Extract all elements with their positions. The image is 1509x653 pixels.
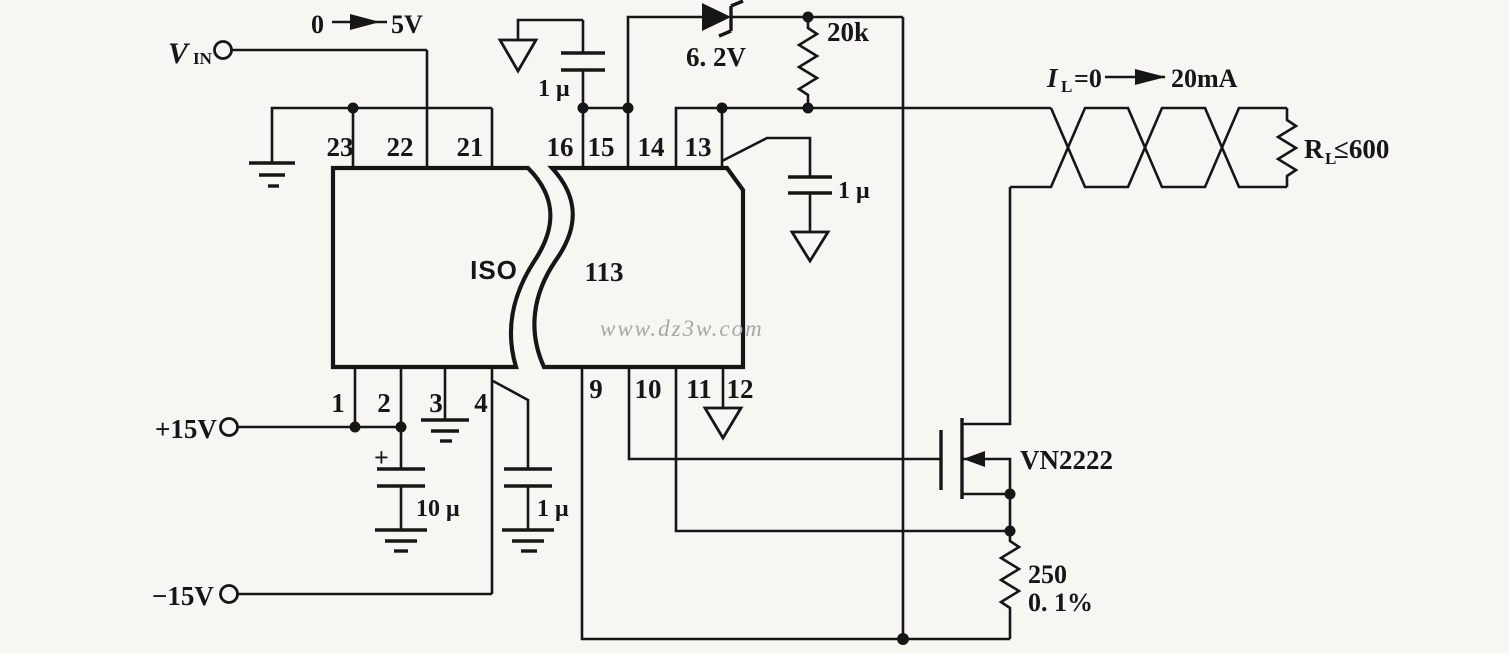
junction-dot — [395, 421, 407, 433]
resistor-sense-icon — [998, 531, 1022, 639]
isolation-amplifier-ic: ISO 113 www.dz3w.com — [330, 165, 764, 370]
wire-pin10-gate — [627, 368, 941, 461]
pin-13: 13 — [685, 132, 712, 162]
cap-iso-output-value: 1 μ — [838, 178, 870, 204]
input-range-arrow-head — [350, 14, 380, 30]
resistor-20k-value: 20k — [827, 17, 869, 47]
negative-supply-label: −15V — [152, 581, 214, 611]
resistor-20k-icon — [796, 17, 820, 108]
floating-common-icon — [789, 230, 831, 264]
resistor-sense-tolerance: 0. 1% — [1028, 588, 1093, 617]
pin-10: 10 — [635, 374, 662, 404]
pin-22: 22 — [387, 132, 414, 162]
negative-supply-section: −15V 1 μ — [152, 368, 569, 611]
wire-pin13-to-cap — [721, 136, 812, 177]
load-current-eq: =0 — [1074, 64, 1102, 93]
pin-numbers: 23 22 21 16 15 14 13 1 2 3 4 9 10 11 12 — [327, 132, 754, 418]
pin-9: 9 — [589, 374, 603, 404]
junction-dot — [577, 102, 589, 114]
zener-section: 6. 2V — [626, 0, 905, 639]
ground-symbol — [375, 528, 427, 553]
load-current-arrow-head — [1135, 69, 1166, 85]
sense-resistor-section: 250 0. 1% — [580, 368, 1093, 645]
input-range-start: 0 — [311, 10, 324, 39]
ground-symbol — [421, 418, 469, 443]
cap-iso-input-value: 1 μ — [538, 76, 570, 102]
twisted-pair-load-section: R L ≤600 I L =0 20mA — [1010, 63, 1389, 189]
pin-11: 11 — [686, 374, 712, 404]
junction-dot — [347, 102, 359, 114]
resistor-load-icon — [1275, 108, 1299, 187]
pin-12: 12 — [727, 374, 754, 404]
pin-4: 4 — [474, 388, 488, 418]
twisted-pair-strand-a — [1049, 106, 1287, 189]
wire-pin11-feedback — [674, 368, 1010, 533]
junction-dot — [897, 633, 909, 645]
input-ground-symbol — [249, 161, 295, 188]
load-resistor-symbol: R — [1304, 134, 1324, 164]
pin-16: 16 — [547, 132, 574, 162]
pullup-section: 20k — [674, 17, 1051, 168]
output-filter-cap-section: 1 μ — [721, 136, 870, 264]
junction-dot — [349, 421, 361, 433]
cap-polarity-plus: + — [374, 443, 389, 472]
floating-common-icon — [497, 38, 539, 74]
wire-cap-to-common — [516, 18, 583, 40]
mosfet-part-number: VN2222 — [1020, 445, 1113, 475]
pin-15: 15 — [588, 132, 615, 162]
cap-supply-neg-value: 1 μ — [537, 496, 569, 522]
floating-common-icon — [702, 406, 744, 441]
positive-supply-label: +15V — [155, 414, 217, 444]
iso-common-cap-section: 1 μ — [497, 18, 634, 168]
input-range-end: 5V — [391, 10, 423, 39]
wire-pin9-bottom-rail — [580, 368, 1010, 641]
watermark-text: www.dz3w.com — [600, 316, 764, 341]
ground-symbol — [502, 528, 554, 553]
pin-3: 3 — [429, 388, 443, 418]
zener-diode-icon — [702, 3, 731, 31]
junction-dot — [716, 102, 728, 114]
load-current-subscript: L — [1061, 77, 1072, 96]
wire-pin15-to-zener — [626, 15, 702, 168]
vin-symbol: V — [168, 37, 191, 70]
wire-mosfet-drain — [962, 187, 1012, 426]
wire-input-ground-rail — [270, 106, 492, 163]
load-current-max: 20mA — [1171, 64, 1238, 93]
ic-label-iso: ISO — [470, 255, 518, 285]
pin-21: 21 — [457, 132, 484, 162]
wire-pin14-output-rail — [674, 106, 1051, 168]
wire-pin4-to-cap — [492, 379, 530, 469]
pin3-ground-section — [421, 368, 469, 443]
pin-2: 2 — [377, 388, 391, 418]
ic-right-body — [532, 165, 746, 370]
load-resistor-subscript: L — [1325, 149, 1336, 168]
zener-value: 6. 2V — [686, 42, 747, 72]
vin-terminal — [213, 40, 233, 60]
load-resistor-value: ≤600 — [1334, 134, 1389, 164]
zener-cathode-bar — [718, 0, 744, 38]
input-section: V IN 0 5V — [168, 10, 494, 188]
pin-14: 14 — [638, 132, 665, 162]
ic-label-113: 113 — [584, 257, 623, 287]
junction-dot — [802, 102, 814, 114]
positive-supply-terminal — [219, 417, 239, 437]
twisted-pair-strand-b — [1010, 106, 1287, 189]
vin-subscript: IN — [193, 49, 213, 68]
positive-supply-section: +15V + 10 μ — [155, 368, 460, 553]
wire-mosfet-substrate — [962, 457, 1012, 494]
pin-1: 1 — [331, 388, 345, 418]
pin-23: 23 — [327, 132, 354, 162]
load-current-symbol: I — [1046, 63, 1059, 93]
mosfet-arrow-icon — [963, 451, 985, 467]
cap-supply-pos-value: 10 μ — [416, 496, 460, 522]
ic-left-body — [330, 165, 553, 370]
pin12-common-section — [702, 368, 744, 441]
mosfet-section: VN2222 — [627, 187, 1113, 537]
negative-supply-terminal — [219, 584, 239, 604]
resistor-sense-value: 250 — [1028, 560, 1067, 589]
